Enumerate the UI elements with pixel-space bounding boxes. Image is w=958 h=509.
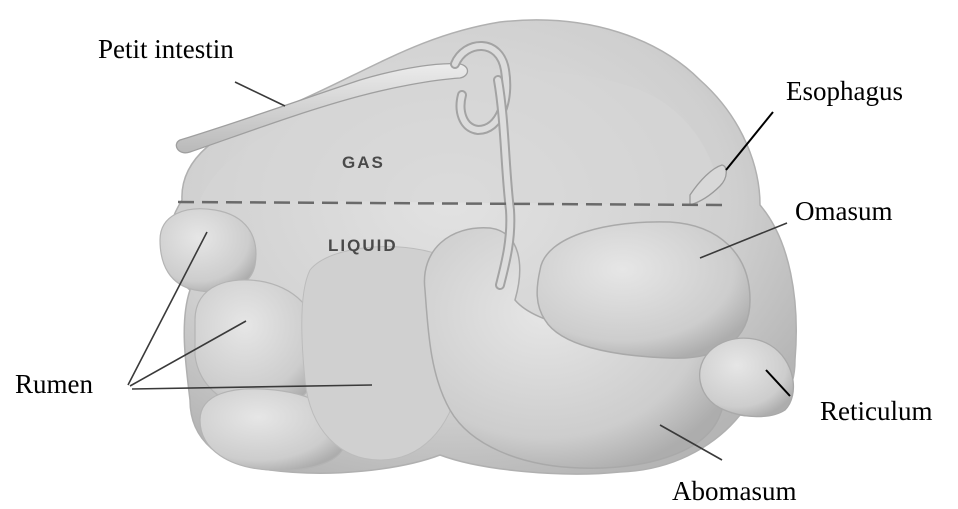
gas-zone-label: GAS [342,153,385,172]
label-esophagus: Esophagus [786,76,903,106]
label-abomasum: Abomasum [672,476,797,506]
label-omasum: Omasum [795,196,893,226]
omasum-organ [537,222,750,358]
leader-petit-intestin [235,82,285,106]
label-petit-intestin: Petit intestin [98,34,234,64]
label-reticulum: Reticulum [820,396,932,426]
liquid-zone-label: LIQUID [328,236,398,255]
label-rumen: Rumen [15,369,93,399]
